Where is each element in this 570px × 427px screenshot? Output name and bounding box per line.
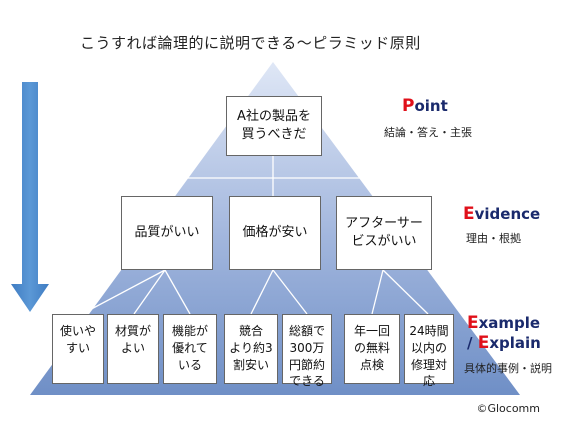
bottom-box-label: 競合 より約3 割安い xyxy=(229,324,273,372)
mid-box-label: アフターサー ビスがいい xyxy=(345,216,423,249)
bottom-box-savings: 総額で 300万 円節約 できる xyxy=(282,314,332,388)
example-label: Example xyxy=(467,313,541,333)
bottom-box-repair: 24時間 以内の 修理対 応 xyxy=(404,314,454,388)
top-box-label: A社の製品を 買うべきだ xyxy=(237,109,311,142)
connector-lines xyxy=(81,156,429,315)
down-arrow xyxy=(11,82,49,312)
bottom-box-inspection: 年一回 の無料 点検 xyxy=(344,314,400,384)
point-sublabel: 結論・答え・主張 xyxy=(384,126,472,139)
bottom-box-function: 機能が 優れて いる xyxy=(163,314,217,384)
evidence-label: Evidence xyxy=(463,204,541,224)
bottom-box-label: 年一回 の無料 点検 xyxy=(353,324,390,372)
mid-box-label: 価格が安い xyxy=(242,225,308,241)
top-box-conclusion: A社の製品を 買うべきだ xyxy=(226,96,322,156)
bottom-box-label: 24時間 以内の 修理対 応 xyxy=(409,324,449,389)
bottom-box-material: 材質が よい xyxy=(107,314,159,384)
explain-label: / Explain xyxy=(467,333,541,353)
evidence-sublabel: 理由・根拠 xyxy=(466,232,521,245)
mid-box-service: アフターサー ビスがいい xyxy=(336,196,432,270)
example-sublabel: 具体的事例・説明 xyxy=(464,362,552,375)
bottom-box-ease: 使いや すい xyxy=(52,314,104,384)
bottom-box-cheaper: 競合 より約3 割安い xyxy=(224,314,278,384)
point-label: Point xyxy=(402,96,448,116)
mid-box-price: 価格が安い xyxy=(229,196,321,270)
mid-box-label: 品質がいい xyxy=(134,225,200,241)
bottom-box-label: 材質が よい xyxy=(114,324,151,355)
copyright-text: ©Glocomm xyxy=(476,402,540,415)
bottom-box-label: 総額で 300万 円節約 できる xyxy=(288,324,325,389)
bottom-box-label: 機能が 優れて いる xyxy=(171,324,208,372)
bottom-box-label: 使いや すい xyxy=(59,324,96,355)
page-title: こうすれば論理的に説明できる〜ピラミッド原則 xyxy=(80,34,421,52)
mid-box-quality: 品質がいい xyxy=(121,196,213,270)
